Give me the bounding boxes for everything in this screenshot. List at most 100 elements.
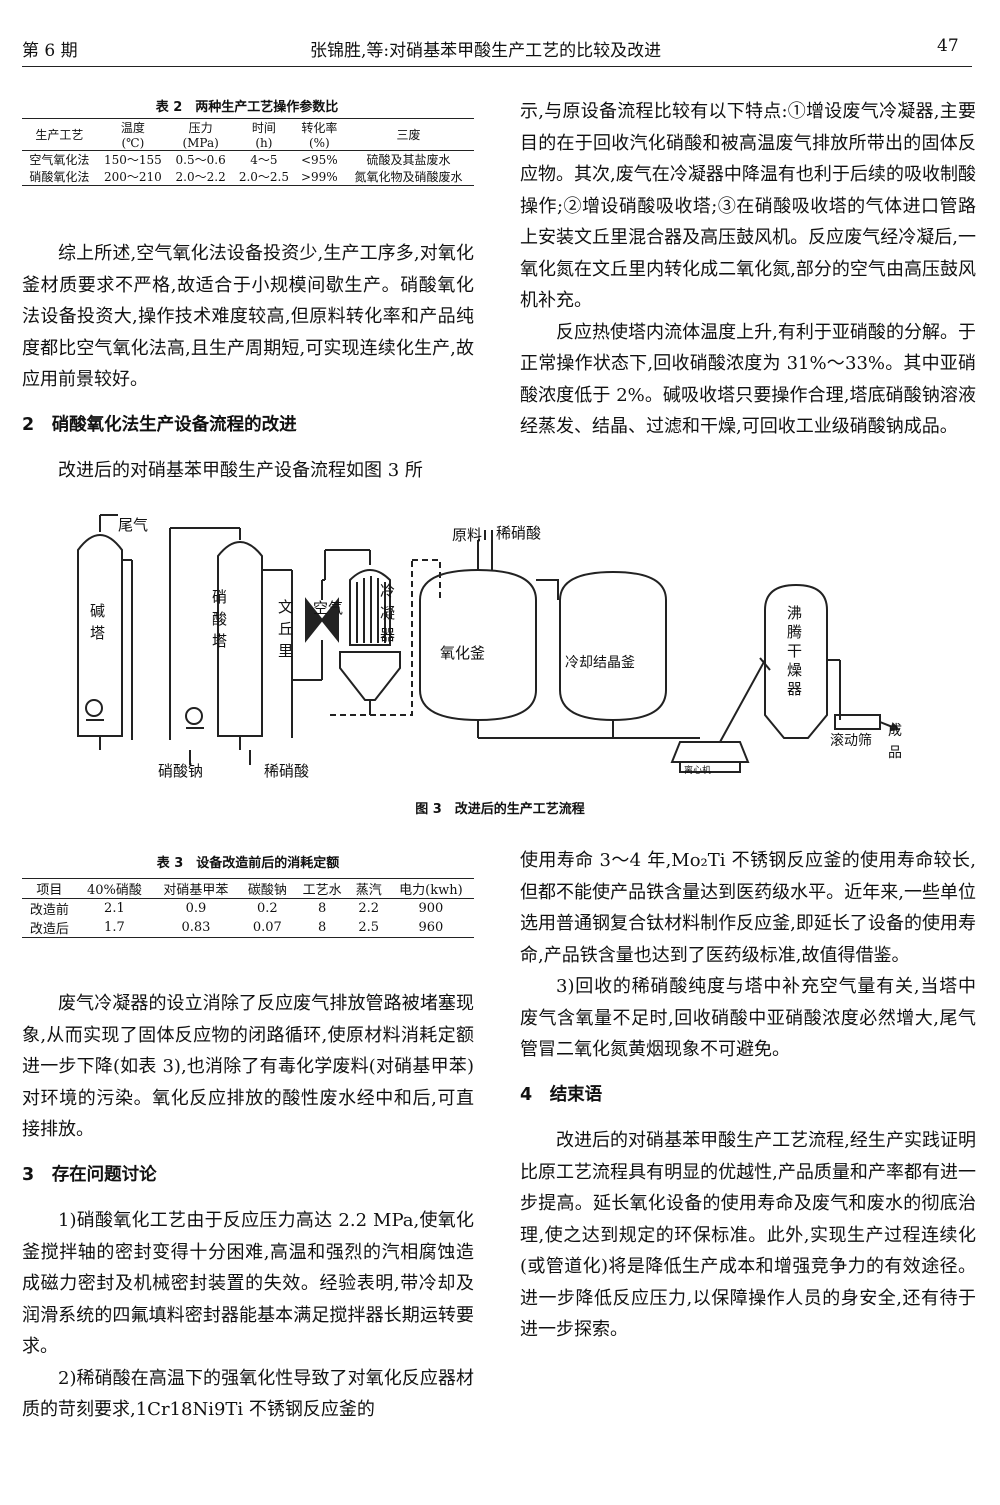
- label-char: 器: [380, 626, 396, 644]
- table3-cell: 改造前: [29, 903, 69, 918]
- section-title: 硝酸氧化法生产设备流程的改进: [51, 414, 297, 435]
- label-oxidizer: 氧化釜: [440, 644, 486, 662]
- label-char: 硝: [212, 588, 228, 606]
- table3-header: 电力(kwh): [399, 883, 463, 898]
- table3-caption: 表 3 设备改造前后的消耗定额: [156, 856, 340, 871]
- label-nitric-tower: 硝酸塔: [212, 586, 230, 652]
- label-char: 塔: [90, 624, 106, 642]
- page-number: 47: [937, 36, 959, 56]
- label-rotary-screen: 滚动筛: [830, 733, 872, 749]
- table3-cell: 0.83: [181, 920, 211, 935]
- table2-cell: <95%: [300, 152, 338, 167]
- label-char: 成: [888, 723, 902, 739]
- label-char: 凝: [380, 604, 396, 622]
- issue-number: 第 6 期: [22, 41, 78, 61]
- table2-cell: 氮氧化物及硝酸废水: [354, 170, 463, 184]
- paragraph: 3)回收的稀硝酸纯度与塔中补充空气量有关,当塔中废气含氧量不足时,回收硝酸中亚硝…: [520, 976, 976, 1060]
- table3-cell: 2.1: [104, 901, 125, 916]
- table2-cell: 150～155: [103, 153, 162, 167]
- label-dryer: 沸腾干燥器: [787, 604, 805, 699]
- label-char: 文: [278, 598, 294, 616]
- paragraph: 使用寿命 3～4 年,Mo₂Ti 不锈钢反应釜的使用寿命较长,但都不能使产品铁含…: [520, 850, 976, 966]
- label-char: 燥: [787, 661, 803, 679]
- label-char: 碱: [90, 602, 106, 620]
- pump-icon: [185, 707, 204, 729]
- running-title: 张锦胜,等:对硝基苯甲酸生产工艺的比较及改进: [310, 41, 662, 61]
- centrifuge: [670, 657, 771, 773]
- label-alkali-tower: 碱塔: [90, 600, 108, 644]
- table2-unit: (%): [308, 136, 330, 150]
- left-column-upper: 综上所述,空气氧化法设备投资少,生产工序多,对氧化釜材质要求不严格,故适合于小规…: [22, 238, 474, 487]
- paragraph: 1)硝酸氧化工艺由于反应压力高达 2.2 MPa,使氧化釜搅拌轴的密封变得十分困…: [22, 1210, 474, 1357]
- right-column-lower: 使用寿命 3～4 年,Mo₂Ti 不锈钢反应釜的使用寿命较长,但都不能使产品铁含…: [520, 845, 976, 1346]
- label-char: 沸: [787, 604, 803, 622]
- label-centrifuge: 离心机: [684, 766, 712, 776]
- label-char: 酸: [212, 610, 228, 628]
- table3-cell: 0.2: [257, 901, 278, 916]
- table3-cell: 2.2: [358, 901, 380, 916]
- oxidation-kettle: [419, 539, 537, 738]
- section-number: 2: [22, 414, 35, 435]
- section-title: 存在问题讨论: [51, 1164, 157, 1185]
- table3-cell: 900: [418, 901, 444, 916]
- table2-unit: (MPa): [182, 136, 219, 150]
- table-row: 空气氧化法 150～155 0.5～0.6 4～5 <95% 硫酸及其盐废水: [22, 151, 474, 169]
- section-number: 4: [520, 1084, 533, 1105]
- label-raw-material: 原料: [452, 526, 483, 544]
- table2-cell: 200～210: [103, 170, 162, 184]
- label-char: 干: [787, 642, 803, 660]
- table2: 生产工艺 温度 压力 时间 转化率 三废 (℃) (MPa) (h) (%) 空…: [22, 118, 474, 186]
- paragraph: 废气冷凝器的设立消除了反应废气排放管路被堵塞现象,从而实现了固体反应物的闭路循环…: [22, 993, 474, 1140]
- paragraph: 综上所述,空气氧化法设备投资少,生产工序多,对氧化釜材质要求不严格,故适合于小规…: [22, 243, 474, 390]
- table2-caption: 表 2 两种生产工艺操作参数比: [155, 100, 339, 115]
- table3-header: 工艺水: [302, 883, 342, 898]
- table2-header: 时间: [251, 121, 276, 135]
- label-dilute-nitric-feed: 稀硝酸: [496, 524, 542, 542]
- table3: 项目 40%硝酸 对硝基甲苯 碳酸钠 工艺水 蒸汽 电力(kwh) 改造前 2.…: [22, 878, 474, 938]
- waste-gas-condenser: [324, 549, 401, 715]
- paragraph: 示,与原设备流程比较有以下特点:①增设废气冷凝器,主要目的在于回收汽化硝酸和被高…: [520, 101, 976, 311]
- table2-cell: 空气氧化法: [29, 153, 90, 167]
- right-column-upper: 示,与原设备流程比较有以下特点:①增设废气冷凝器,主要目的在于回收汽化硝酸和被高…: [520, 96, 976, 443]
- table3-header: 对硝基甲苯: [163, 883, 229, 898]
- table2-header: 压力: [188, 121, 213, 135]
- table2-header: 生产工艺: [35, 128, 84, 142]
- table3-cell: 2.5: [358, 920, 380, 935]
- label-char: 器: [787, 680, 803, 698]
- rotary-screen: [834, 714, 901, 732]
- alkali-tower: [77, 514, 132, 750]
- table2-unit: (℃): [121, 136, 145, 150]
- table-row: 改造后 1.7 0.83 0.07 8 2.5 960: [22, 918, 474, 938]
- cooling-crystallizer: [559, 570, 667, 738]
- table2-cell: >99%: [300, 169, 338, 184]
- table2-header: 三废: [396, 128, 421, 142]
- table3-cell: 960: [418, 920, 444, 935]
- label-tail-gas: 尾气: [118, 516, 149, 534]
- figure3-caption: 图 3 改进后的生产工艺流程: [415, 802, 585, 817]
- table3-cell: 1.7: [104, 920, 125, 935]
- table3-header: 碳酸钠: [247, 883, 287, 898]
- label-char: 丘: [278, 620, 294, 638]
- table3-header: 项目: [36, 883, 63, 898]
- table3-cell: 0.9: [185, 901, 207, 916]
- process-flow-diagram: [77, 514, 901, 773]
- section-title: 结束语: [549, 1084, 603, 1105]
- table2-cell: 0.5～0.6: [175, 153, 226, 167]
- label-dilute-nitric-product: 稀硝酸: [264, 762, 310, 780]
- paragraph: 改进后的对硝基苯甲酸生产工艺流程,经生产实践证明比原工艺流程具有明显的优越性,产…: [520, 1130, 976, 1340]
- label-char: 塔: [212, 632, 228, 650]
- label-char: 里: [278, 642, 294, 660]
- table2-cell: 硝酸氧化法: [29, 170, 90, 184]
- table3-header: 蒸汽: [355, 883, 382, 898]
- label-air: 空气: [313, 599, 344, 617]
- section-number: 3: [22, 1164, 35, 1185]
- section-heading: 3 存在问题讨论: [22, 1160, 474, 1192]
- label-venturi: 文丘里: [278, 596, 296, 662]
- section-heading: 2 硝酸氧化法生产设备流程的改进: [22, 410, 474, 442]
- label-product: 成品: [888, 720, 904, 764]
- fluidized-bed-dryer: [764, 583, 841, 739]
- label-char: 品: [888, 745, 902, 761]
- table3-cell: 8: [318, 920, 327, 935]
- table2-header: 转化率: [301, 121, 338, 135]
- table2-header: 温度: [120, 121, 145, 135]
